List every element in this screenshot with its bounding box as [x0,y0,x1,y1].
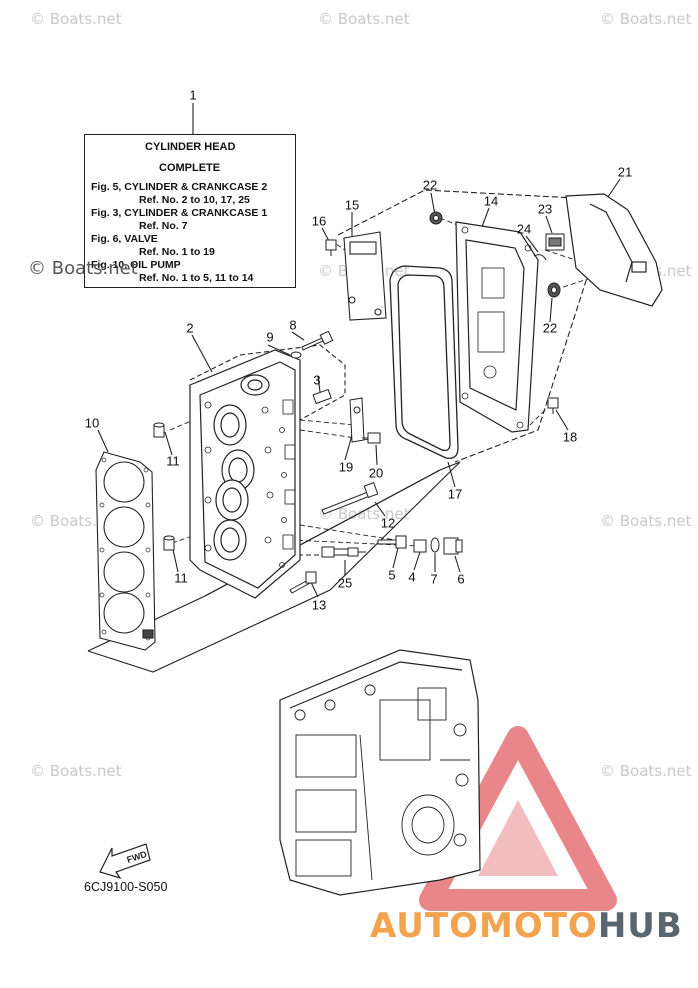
head-cover-gasket-part [389,265,459,459]
watermark-low-left: © Boats.net [30,762,122,780]
info-line-9: Fig. 10, OIL PUMP [91,259,181,271]
outer-cover-part [565,193,663,307]
info-line-5: Fig. 3, CYLINDER & CRANKCASE 1 [91,207,268,219]
callout-1: 1 [189,87,197,103]
callout-11b: 11 [174,570,188,586]
info-line-6: Ref. No. 7 [139,220,188,232]
callout-16: 16 [311,213,327,229]
grommet-parts [429,211,565,298]
fwd-arrow-icon: FWD [99,843,151,880]
callout-10: 10 [84,415,100,431]
small-parts [289,239,559,594]
automotohub-brand: AUTOMOTOHUB [370,906,683,946]
callout-20: 20 [368,465,384,481]
info-line-8: Ref. No. 1 to 19 [139,246,215,258]
callout-18: 18 [562,429,578,445]
callout-14: 14 [483,193,499,209]
callout-11a: 11 [166,453,180,469]
info-line-4: Ref. No. 2 to 10, 17, 25 [139,194,250,206]
watermark-top-right: © Boats.net [600,10,692,28]
watermark-mid-right-2: © Boats.net [600,512,692,530]
info-line-7: Fig. 6, VALVE [91,233,158,245]
callout-2: 2 [186,320,194,336]
info-line-3: Fig. 5, CYLINDER & CRANKCASE 2 [91,181,268,193]
diagram-code: 6CJ9100-S050 [84,880,168,894]
callout-15: 15 [344,197,360,213]
cylinder-head-info-box: CYLINDER HEAD COMPLETE Fig. 5, CYLINDER … [84,134,296,288]
dowel-pin-part [153,422,175,551]
callout-17: 17 [447,486,463,502]
callout-5: 5 [388,567,396,583]
callout-9: 9 [266,329,274,345]
callout-19: 19 [338,459,354,475]
callout-4: 4 [408,569,416,585]
callout-7: 7 [430,571,438,587]
info-line-10: Ref. No. 1 to 5, 11 to 14 [139,272,254,284]
callout-23: 23 [537,201,553,217]
engine-block-part [279,649,481,896]
brand-part-2: HUB [597,906,683,946]
watermark-top-center: © Boats.net [318,10,410,28]
callout-25: 25 [337,575,353,591]
callout-22a: 22 [422,177,438,193]
callout-8: 8 [289,317,297,333]
callout-3: 3 [313,372,321,388]
info-line-1: CYLINDER HEAD [145,141,236,153]
callout-22b: 22 [542,320,558,336]
callout-12: 12 [380,515,396,531]
info-line-2: COMPLETE [159,162,221,174]
callout-13: 13 [311,597,327,613]
callout-24: 24 [516,221,532,237]
cylinder-head-gasket-part [95,451,156,651]
brand-part-1: AUTOMOTO [370,906,598,946]
watermark-mid-center-2: © Boats.net [318,505,410,523]
head-cover-part [455,221,539,433]
watermark-dark: © Boats.net [28,258,138,279]
watermark-top-left: © Boats.net [30,10,122,28]
callout-6: 6 [457,571,465,587]
watermark-low-right: © Boats.net [600,762,692,780]
cover-plate-part [343,231,387,321]
cylinder-head-part [189,349,301,599]
callout-21: 21 [617,164,633,180]
